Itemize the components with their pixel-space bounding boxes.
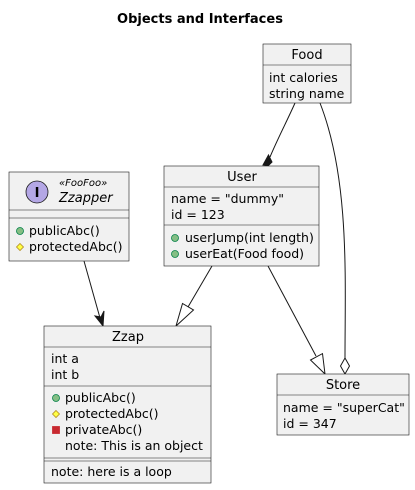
class-store[interactable]: Store name = "superCat" id = 347: [276, 373, 410, 436]
inheritance-triangle: [175, 302, 195, 328]
interface-zzapper[interactable]: I «FooFoo» Zzapper publicAbc() protected…: [8, 171, 130, 262]
edge-food-user-composition: [262, 102, 296, 167]
aggregation-diamond: [339, 356, 351, 376]
public-visibility-icon: [52, 394, 60, 402]
public-visibility-icon: [171, 250, 179, 258]
association-arrowhead: [93, 310, 105, 328]
class-zzap[interactable]: Zzap int a int b publicAbc() protectedAb…: [43, 325, 212, 484]
edge-food-store-aggregation: [319, 102, 351, 376]
class-footer-note: note: here is a loop: [51, 464, 172, 479]
class-box: [163, 165, 320, 267]
class-field: id = 347: [283, 416, 337, 431]
composition-diamond: [262, 153, 273, 167]
class-food[interactable]: Food int calories string name: [262, 43, 352, 104]
class-box: [262, 43, 352, 104]
protected-visibility-icon: [15, 242, 25, 252]
class-method: publicAbc(): [65, 390, 136, 405]
class-note-line: note: This is an object: [65, 438, 203, 453]
private-visibility-icon: [52, 426, 60, 434]
interface-icon-letter: I: [35, 186, 40, 201]
class-method: protectedAbc(): [65, 406, 159, 421]
class-name: Food: [291, 48, 322, 63]
public-visibility-icon: [16, 227, 24, 235]
class-field: id = 123: [171, 207, 225, 222]
public-visibility-icon: [171, 234, 179, 242]
class-field: name = "dummy": [171, 191, 284, 206]
class-method: userEat(Food food): [185, 246, 304, 261]
class-field: name = "superCat": [283, 400, 405, 415]
class-user[interactable]: User name = "dummy" id = 123 userJump(in…: [163, 165, 320, 267]
interface-icon: [25, 180, 49, 204]
inheritance-triangle: [309, 352, 326, 376]
edge-user-store-inheritance: [267, 265, 326, 376]
class-stereotype: «FooFoo»: [59, 178, 107, 189]
class-name: User: [227, 170, 257, 185]
class-field: int a: [51, 351, 79, 366]
class-method: privateAbc(): [65, 422, 142, 437]
class-name: Store: [326, 378, 360, 393]
class-field: string name: [269, 86, 345, 101]
class-box: [276, 373, 410, 436]
class-method: userJump(int length): [185, 230, 314, 245]
class-method: protectedAbc(): [29, 239, 123, 254]
class-name: Zzap: [112, 330, 144, 345]
edge-zzapper-zzap-association: [83, 260, 105, 328]
class-field: int b: [51, 367, 79, 382]
edge-user-zzap-inheritance: [175, 265, 213, 328]
protected-visibility-icon: [51, 409, 61, 419]
class-field: int calories: [269, 70, 338, 85]
class-name: Zzapper: [58, 191, 114, 206]
class-method: publicAbc(): [29, 223, 100, 238]
class-box: [43, 325, 212, 484]
diagram-title: Objects and Interfaces: [117, 12, 283, 27]
